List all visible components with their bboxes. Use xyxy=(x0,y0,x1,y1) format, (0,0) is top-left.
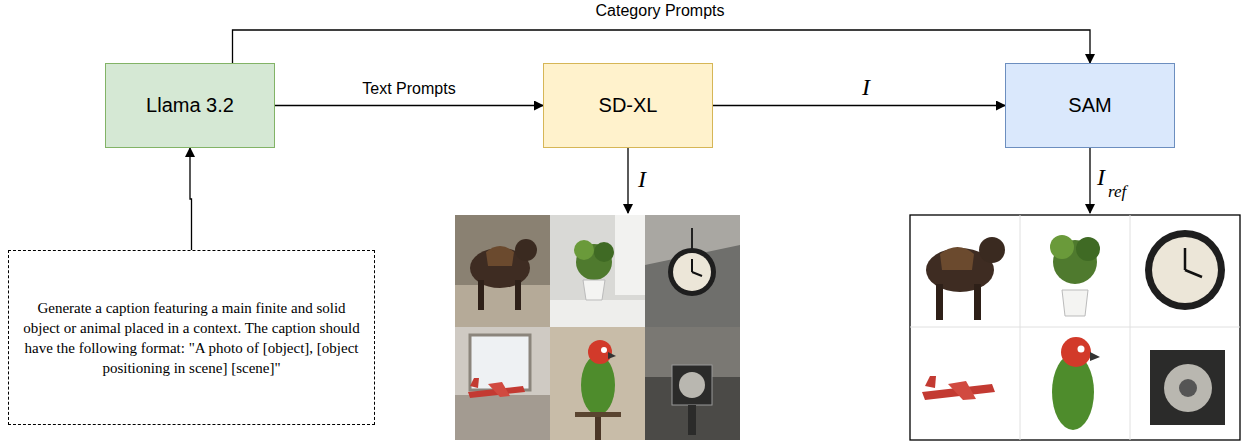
process-box: Llama 3.2 xyxy=(105,63,275,148)
subscript: ref xyxy=(1108,182,1126,202)
node-text: Generate a caption featuring a main fini… xyxy=(21,298,362,378)
edge-label: I xyxy=(862,74,870,101)
refined-images xyxy=(910,215,1240,440)
process-box: SD-XL xyxy=(543,63,713,148)
node-text: Llama 3.2 xyxy=(146,94,234,117)
generated-images xyxy=(455,215,740,440)
connector-arrow xyxy=(190,148,192,250)
node-text: SAM xyxy=(1068,94,1111,117)
connector-arrow xyxy=(275,105,543,106)
connector-arrow xyxy=(713,105,1005,106)
node-text: SD-XL xyxy=(599,94,658,117)
leader-line xyxy=(627,148,628,213)
edge-label: Category Prompts xyxy=(596,2,725,20)
edge-label: Text Prompts xyxy=(362,80,455,98)
image-symbol: I xyxy=(1097,164,1105,191)
image-symbol: I xyxy=(638,166,646,193)
prompt-box: Generate a caption featuring a main fini… xyxy=(8,250,375,425)
leader-line xyxy=(1089,148,1090,213)
process-box: SAM xyxy=(1005,63,1175,148)
connector-arrow xyxy=(233,30,1091,63)
